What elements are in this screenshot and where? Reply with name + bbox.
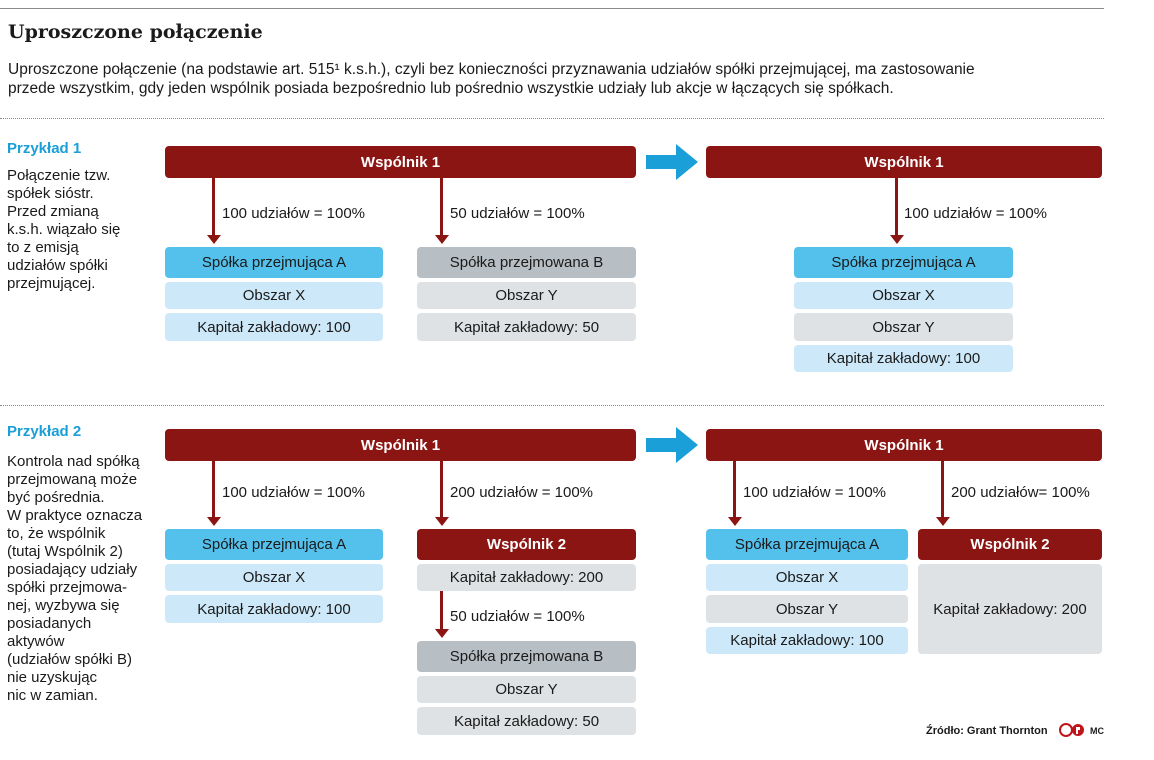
ex1-after-area-y-box: Obszar Y [794,313,1013,341]
intro-text: Uproszczone połączenie (na podstawie art… [8,60,1008,98]
ex1-before-owner-box: Wspólnik 1 [165,146,636,178]
ex2-acquired-company-box: Spółka przejmowana B [417,641,636,672]
down-arrow-icon [434,629,449,638]
top-rule [0,8,1104,9]
ex2-partner2-box: Wspólnik 2 [417,529,636,560]
ex1-area-box: Obszar X [165,282,383,309]
ex1-before-right-arrow-shaft [440,178,443,235]
ex2-after-capital-box: Kapitał zakładowy: 100 [706,627,908,654]
ex2-after-left-share-label: 100 udziałów = 100% [743,484,887,501]
example1-desc-line: spółek sióstr. [7,185,94,202]
ex1-after-acquiring-company-box: Spółka przejmująca A [794,247,1013,278]
down-arrow-icon [434,517,449,526]
ex1-after-area-x-box: Obszar X [794,282,1013,309]
down-arrow-icon [935,517,950,526]
example2-desc-line: to, że wspólnik [7,525,106,542]
example1-desc-line: Połączenie tzw. [7,167,111,184]
ex2-area-box: Obszar X [165,564,383,591]
ex2-after-owner-box: Wspólnik 1 [706,429,1102,461]
down-arrow-icon [889,235,904,244]
intro-line: Uproszczone połączenie (na podstawie art… [8,61,975,78]
ex2-before-right-arrow-shaft [440,461,443,517]
ex2-after-area-x-box: Obszar X [706,564,908,591]
example2-desc-line: Kontrola nad spółką [7,453,140,470]
down-arrow-icon [727,517,742,526]
ex1-capital-box: Kapitał zakładowy: 50 [417,313,636,341]
ex2-after-area-y-box: Obszar Y [706,595,908,623]
ex2-before-left-arrow-shaft [212,461,215,517]
ex2-acquiring-company-box: Spółka przejmująca A [165,529,383,560]
example1-desc-line: udziałów spółki [7,257,108,274]
ex1-before-left-share-label: 100 udziałów = 100% [222,205,366,222]
ex2-after-acquiring-company-box: Spółka przejmująca A [706,529,908,560]
author-tag: MC [1090,726,1104,736]
ex2-after-partner2-box: Wspólnik 2 [918,529,1102,560]
publisher-logo-icon [1059,723,1084,737]
intro-line: przede wszystkim, gdy jeden wspólnik pos… [8,80,894,97]
ex2-area-box: Obszar Y [417,676,636,703]
ex2-before-left-share-label: 100 udziałów = 100% [222,484,366,501]
section-divider [0,405,1104,406]
example1-title: Przykład 1 [7,140,82,157]
ex2-partner2-arrow-shaft [440,591,443,629]
ex2-after-right-share-label: 200 udziałów= 100% [951,484,1090,501]
example2-desc-line: nic w zamian. [7,687,98,704]
example1-desc-line: Przed zmianą [7,203,99,220]
example2-desc-line: nej, wyzbywa się [7,597,120,614]
ex2-capital-box: Kapitał zakładowy: 100 [165,595,383,623]
example2-desc-line: W praktyce oznacza [7,507,143,524]
ex1-area-box: Obszar Y [417,282,636,309]
big-right-arrow-icon [646,427,698,463]
ex2-after-right-arrow-shaft [941,461,944,517]
section-divider [0,118,1104,119]
down-arrow-icon [206,517,221,526]
big-right-arrow-icon [646,144,698,180]
ex2-after-left-arrow-shaft [733,461,736,517]
example1-desc-line: to z emisją [7,239,79,256]
ex2-before-owner-box: Wspólnik 1 [165,429,636,461]
example2-description: Kontrola nad spółką przejmowaną może być… [7,453,142,705]
ex2-after-partner2-capital-box: Kapitał zakładowy: 200 [918,564,1102,654]
example2-desc-line: posiadanych [7,615,92,632]
ex2-partner2-share-label: 50 udziałów = 100% [450,608,585,625]
ex1-after-share-label: 100 udziałów = 100% [904,205,1048,222]
down-arrow-icon [206,235,221,244]
ex2-before-right-share-label: 200 udziałów = 100% [450,484,594,501]
example2-desc-line: aktywów [7,633,65,650]
example2-desc-line: (tutaj Wspólnik 2) [7,543,123,560]
example2-desc-line: przejmowaną może [7,471,138,488]
example2-desc-line: nie uzyskując [7,669,98,686]
ex1-capital-box: Kapitał zakładowy: 100 [165,313,383,341]
ex1-after-owner-box: Wspólnik 1 [706,146,1102,178]
ex1-before-right-share-label: 50 udziałów = 100% [450,205,585,222]
example2-desc-line: posiadający udziały [7,561,138,578]
ex1-before-left-arrow-shaft [212,178,215,235]
example1-desc-line: przejmującej. [7,275,96,292]
ex1-after-capital-box: Kapitał zakładowy: 100 [794,345,1013,372]
page-title: Uproszczone połączenie [8,21,263,43]
ex2-capital-box: Kapitał zakładowy: 50 [417,707,636,735]
example2-desc-line: (udziałów spółki B) [7,651,133,668]
example2-desc-line: spółki przejmowa- [7,579,128,596]
ex1-acquired-company-box: Spółka przejmowana B [417,247,636,278]
ex2-partner2-capital-box: Kapitał zakładowy: 200 [417,564,636,591]
example1-desc-line: k.s.h. wiązało się [7,221,121,238]
ex1-after-arrow-shaft [895,178,898,235]
ex1-acquiring-company-box: Spółka przejmująca A [165,247,383,278]
source-credit: Źródło: Grant Thornton [926,725,1048,737]
example1-description: Połączenie tzw. spółek sióstr. Przed zmi… [7,167,120,293]
example2-desc-line: być pośrednia. [7,489,105,506]
down-arrow-icon [434,235,449,244]
example2-title: Przykład 2 [7,423,82,440]
